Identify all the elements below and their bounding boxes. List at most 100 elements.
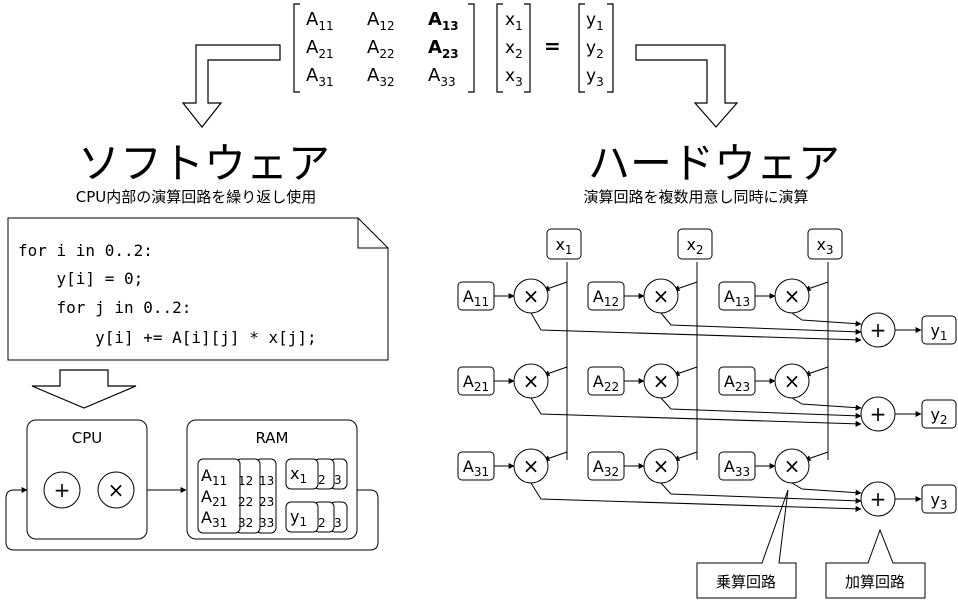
cpu-adder-symbol: + [54, 478, 71, 502]
ram-a-cell: 33 [259, 516, 274, 530]
matrix-element: A32 [367, 65, 395, 89]
matrix-input-label: A21 [463, 372, 489, 394]
matrix-input-label: A23 [724, 372, 750, 394]
code-line: y[i] = 0; [18, 269, 143, 288]
x-to-multiplier-wire [543, 351, 568, 377]
code-line: for i in 0..2: [18, 241, 153, 260]
y-vector-element: y2 [586, 38, 604, 61]
code-document [7, 217, 389, 361]
multiplier-symbol: × [784, 454, 801, 478]
matrix-equation: A11 A12 A13 A21 A22 A23 A31 A32 A33 x1 x… [293, 3, 614, 93]
hardware-circuit: A11×A12×A13×+y1A21×A22×A23×+y2A31×A32×A3… [457, 228, 957, 517]
adder-symbol: + [870, 318, 887, 342]
cpu-label: CPU [72, 429, 103, 447]
matrix-element: A11 [306, 9, 334, 33]
software-subtitle: CPU内部の演算回路を繰り返し使用 [76, 188, 317, 206]
x-to-multiplier-wire [673, 351, 698, 377]
matrix-input-label: A32 [593, 457, 619, 479]
matrix-input-label: A11 [463, 287, 489, 309]
ram-a-cell: 32 [238, 516, 253, 530]
multiplier-symbol: × [784, 284, 801, 308]
y-vector-bracket-left [578, 3, 585, 93]
x-input-box [677, 228, 713, 260]
multiplier-symbol: × [784, 369, 801, 393]
cpu-multiplier [97, 471, 135, 509]
cpu-multiplier-symbol: × [108, 478, 125, 502]
x-to-multiplier-wire [673, 436, 698, 462]
multiplier-symbol: × [653, 454, 670, 478]
adder-callout-label: 加算回路 [845, 573, 905, 591]
multiplier-symbol: × [653, 284, 670, 308]
matrix-element: A12 [367, 9, 395, 33]
multiplier-to-adder-wire [791, 397, 862, 411]
adder-symbol: + [870, 402, 887, 426]
y-vector-element: y1 [586, 10, 604, 33]
x-input-box [807, 228, 843, 260]
matrix-element: A13 [428, 9, 459, 33]
multiplier-to-adder-wire [660, 312, 862, 335]
ram-a-cell: 12 [238, 474, 253, 488]
x-vector-bracket-right [524, 3, 531, 93]
multiplier-symbol: × [523, 369, 540, 393]
multiplier-to-adder-wire [530, 397, 862, 427]
multiplier-to-adder-wire [530, 312, 862, 343]
hardware-title: ハードウェア [588, 139, 840, 188]
multiplier-callout-label: 乗算回路 [716, 573, 776, 591]
code-line: y[i] += A[i][j] * x[j]; [18, 328, 317, 347]
x-vector-element: x3 [505, 66, 523, 89]
matrix-element: A23 [428, 37, 459, 61]
software-title: ソフトウェア [78, 139, 330, 188]
multiplier-to-adder-wire [791, 312, 862, 327]
matrix-input-label: A13 [724, 287, 750, 309]
arrow-code-to-cpu [31, 369, 137, 409]
multiplier-circle [513, 278, 549, 314]
matrix-input-label: A31 [463, 457, 489, 479]
ram-a-stack: A11 A21 A31 12 22 32 13 23 33 [197, 458, 277, 534]
matrix-input-label: A12 [593, 287, 619, 309]
multiplier-circle [643, 448, 679, 484]
x-to-multiplier-wire [543, 266, 568, 292]
ram-x-stack: x1 2 3 [285, 458, 348, 490]
ram-a-cell: A21 [201, 487, 227, 509]
x-input-label: x3 [816, 235, 833, 257]
multiplier-circle [513, 363, 549, 399]
y-vector-element: y3 [586, 66, 604, 89]
x-input-label: x1 [555, 235, 572, 257]
multiplier-circle [643, 363, 679, 399]
ram-feedback-loop [5, 487, 379, 551]
ram-x-cell: x1 [290, 464, 307, 486]
ram-a-cell: A11 [201, 466, 227, 488]
code-line: for j in 0..2: [18, 298, 191, 317]
code-document-fold [357, 218, 388, 249]
y-vector-bracket-right [607, 3, 614, 93]
multiplier-to-adder-wire [791, 482, 862, 496]
output-label: y3 [930, 490, 947, 512]
x-vector-element: x2 [505, 38, 523, 61]
x-to-multiplier-wire [804, 436, 829, 462]
matrix-element: A31 [306, 65, 334, 89]
cpu-box [26, 419, 148, 540]
matrix-bracket-right [468, 3, 475, 93]
hardware-subtitle: 演算回路を複数用意し同時に演算 [583, 188, 808, 206]
cpu-adder [43, 471, 81, 509]
multiplier-to-adder-wire [660, 482, 862, 504]
ram-x-cell: 3 [334, 473, 342, 487]
x-to-multiplier-wire [543, 436, 568, 462]
x-input-box [546, 228, 582, 260]
x-vector-bracket-left [496, 3, 503, 93]
multiplier-circle [774, 278, 810, 314]
ram-y-cell: y1 [290, 507, 307, 529]
matrix-element: A33 [428, 65, 456, 89]
matrix-element: A22 [367, 37, 395, 61]
arrow-to-software [181, 44, 281, 128]
equals-sign: = [544, 34, 561, 58]
matrix-bracket-left [293, 3, 300, 93]
multiplier-to-adder-wire [660, 397, 862, 419]
output-label: y1 [930, 321, 947, 343]
output-box [921, 315, 957, 345]
multiplier-circle [513, 448, 549, 484]
matrix-input-label: A22 [593, 372, 619, 394]
x-input-label: x2 [686, 235, 703, 257]
ram-a-cell: 23 [259, 495, 274, 509]
ram-a-cell: 13 [259, 474, 274, 488]
